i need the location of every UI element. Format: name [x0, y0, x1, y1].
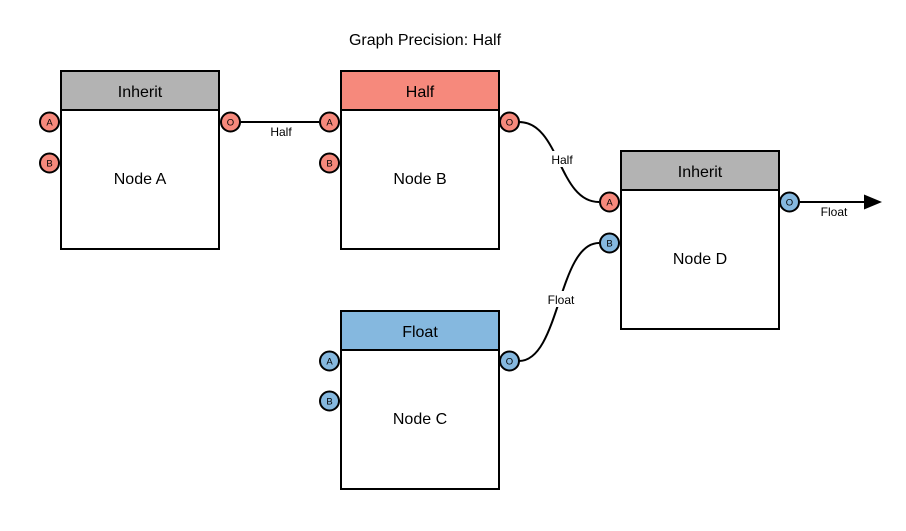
node-b-port-a-label: A: [326, 118, 333, 129]
node-a-ports: A B O: [39, 111, 241, 174]
node-d-port-o-label: O: [786, 198, 793, 209]
node-c-port-o-label: O: [506, 357, 513, 368]
node-c-port-o: [499, 350, 520, 372]
node-a-header: [60, 70, 220, 111]
edge-c-to-d-label: Float: [548, 293, 575, 307]
node-d-port-a: [599, 191, 620, 213]
node-a-port-a-label: A: [46, 118, 53, 129]
node-c-ports: A B O: [319, 350, 520, 412]
node-b-port-o: [499, 111, 520, 133]
node-d-header-label: Inherit: [678, 164, 723, 181]
node-b-port-a: [319, 111, 340, 133]
node-a-port-b-label: B: [46, 159, 52, 170]
node-a-port-b: [39, 152, 60, 174]
node-a-port-o-label: O: [227, 118, 234, 129]
node-b-label: Node B: [393, 171, 446, 188]
node-b-port-b: [319, 152, 340, 174]
edge-d-output: Float: [800, 194, 882, 219]
node-d-ports: A B O: [599, 191, 800, 254]
node-c-label: Node C: [393, 411, 447, 428]
edge-b-to-d-label-bg: [546, 151, 579, 167]
edge-a-to-b: Half: [241, 121, 319, 139]
node-d-port-b-label: B: [606, 239, 612, 250]
node-b-port-b-label: B: [326, 159, 332, 170]
graph-title: Graph Precision: Half: [349, 32, 502, 49]
node-c-port-b-label: B: [326, 397, 332, 408]
edge-c-to-d-label-bg: [543, 291, 580, 307]
node-c: Float Node C: [340, 310, 500, 490]
edge-d-output-label: Float: [821, 205, 848, 219]
edge-b-to-d: Half: [518, 121, 600, 203]
node-b: Half Node B: [340, 70, 500, 250]
node-b-header-label: Half: [406, 84, 435, 101]
node-c-port-b: [319, 390, 340, 412]
node-d-header: [620, 150, 780, 191]
node-b-port-o-label: O: [506, 118, 513, 129]
edge-c-to-d: Float: [518, 242, 600, 362]
node-b-header: [340, 70, 500, 111]
node-c-header: [340, 310, 500, 351]
output-arrow-head-icon: [864, 194, 882, 210]
node-d: Inherit Node D: [620, 150, 780, 330]
node-d-port-a-label: A: [606, 198, 613, 209]
node-a: Inherit Node A: [60, 70, 220, 250]
node-a-header-label: Inherit: [118, 84, 163, 101]
node-d-port-b: [599, 232, 620, 254]
node-b-ports: A B O: [319, 111, 520, 174]
node-c-port-a: [319, 350, 340, 372]
node-d-port-o: [779, 191, 800, 213]
node-a-port-a: [39, 111, 60, 133]
edge-b-to-d-label: Half: [551, 153, 573, 167]
node-a-label: Node A: [114, 171, 167, 188]
node-c-port-a-label: A: [326, 357, 333, 368]
node-a-port-o: [220, 111, 241, 133]
node-c-header-label: Float: [402, 324, 438, 341]
node-d-label: Node D: [673, 251, 727, 268]
edge-a-to-b-label: Half: [270, 125, 292, 139]
